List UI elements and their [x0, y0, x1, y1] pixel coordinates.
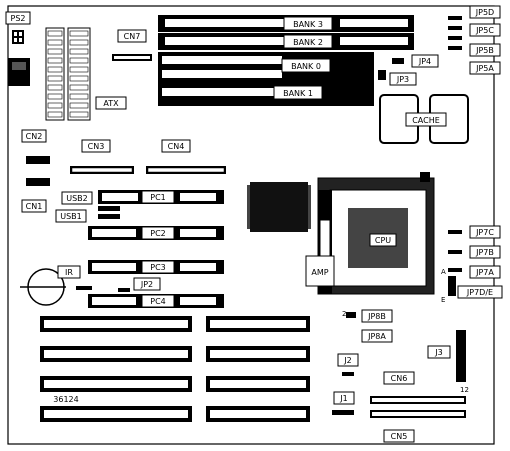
jp7-group: JP7C JP7B JP7A JP7D/E A E	[441, 225, 503, 304]
cn7-label: CN7	[124, 32, 141, 41]
atx-pin	[69, 66, 89, 73]
pin-2-mark: 2	[342, 310, 346, 318]
atx-pin	[47, 84, 63, 91]
ps2-connector: PS2	[5, 11, 31, 44]
cache-chip: CACHE	[379, 94, 469, 144]
isa-slots	[40, 316, 310, 422]
cache-label: CACHE	[412, 116, 440, 125]
cpu-socket: CPU AMP	[305, 172, 435, 295]
jp4-jp3: JP4 JP3	[378, 54, 439, 86]
usb1-label: USB1	[60, 212, 82, 221]
jp4-label: JP4	[418, 57, 431, 66]
amp-label: AMP	[311, 268, 328, 277]
jp7b-label: JP7B	[475, 248, 494, 257]
jp7c-label: JP7C	[475, 228, 494, 237]
jp8a-label: JP8A	[367, 332, 386, 341]
jp7a-label: JP7A	[475, 268, 494, 277]
atx-pin	[69, 93, 89, 100]
atx-pin	[69, 57, 89, 64]
atx-pin	[47, 93, 63, 100]
model-number: 36124	[53, 395, 78, 404]
cn7-connector: CN7	[112, 29, 152, 61]
atx-pin	[69, 39, 89, 46]
memory-banks: BANK 3 BANK 2 BANK 0 BANK 1	[158, 15, 414, 106]
atx-pin	[69, 48, 89, 55]
io-bracket	[8, 58, 30, 86]
j1-label: J1	[339, 394, 347, 403]
atx-label: ATX	[103, 99, 119, 108]
bank3-label: BANK 3	[293, 20, 323, 29]
bank1-label: BANK 1	[283, 89, 313, 98]
pc1-label: PC1	[150, 193, 166, 202]
usb-connectors: USB2 USB1	[55, 191, 120, 223]
pci-slots: PC1 PC2 PC3 PC4	[88, 190, 224, 308]
usb2-label: USB2	[66, 194, 88, 203]
atx-pin	[69, 84, 89, 91]
j2-label: J2	[343, 356, 351, 365]
pc2-label: PC2	[150, 229, 166, 238]
cpu-label: CPU	[375, 236, 391, 245]
atx-pin	[47, 30, 63, 37]
cn6-cn5: CN6 CN5	[370, 371, 466, 443]
cn1-label: CN1	[26, 202, 43, 211]
pc4-label: PC4	[150, 297, 166, 306]
atx-pin	[47, 57, 63, 64]
atx-pin	[47, 75, 63, 82]
jp2-label: JP2	[140, 280, 153, 289]
pin-e-mark: E	[441, 296, 445, 304]
cn5-label: CN5	[391, 432, 408, 441]
ir-label: IR	[65, 268, 73, 277]
cn2-label: CN2	[26, 132, 43, 141]
jp3-label: JP3	[396, 75, 409, 84]
jp5d-label: JP5D	[475, 8, 494, 17]
bank2-label: BANK 2	[293, 38, 323, 47]
cn4-label: CN4	[168, 142, 185, 151]
pin-12-mark: 12	[460, 386, 469, 394]
jp5b-label: JP5B	[475, 46, 494, 55]
atx-pin	[69, 111, 89, 118]
jp7d-e-label: JP7D/E	[466, 288, 493, 297]
atx-pin	[69, 75, 89, 82]
atx-pin	[69, 102, 89, 109]
atx-pin	[47, 111, 63, 118]
pin-a-mark: A	[441, 268, 446, 276]
jp5a-label: JP5A	[475, 64, 494, 73]
j3-label: J3	[434, 348, 442, 357]
board-outline	[7, 5, 495, 445]
atx-pin	[47, 48, 63, 55]
bank0-label: BANK 0	[291, 62, 321, 71]
atx-pin	[47, 39, 63, 46]
cn6-label: CN6	[391, 374, 408, 383]
j3-connector: J3 12	[427, 330, 469, 394]
cn2-cn1: CN2 CN1	[21, 129, 50, 213]
atx-connector: ATX	[45, 27, 127, 121]
atx-pin	[47, 102, 63, 109]
jp8b-label: JP8B	[367, 312, 386, 321]
jp5c-label: JP5C	[475, 26, 494, 35]
j2-j1: J2 J1	[332, 353, 359, 415]
cn3-cn4: CN3 CN4	[70, 139, 226, 174]
ps2-label: PS2	[11, 14, 26, 23]
chipset	[247, 182, 311, 232]
pc3-label: PC3	[150, 263, 166, 272]
jp8-group: 2 JP8B JP8A	[342, 309, 393, 343]
jp5-group: JP5D JP5C JP5B JP5A	[448, 5, 501, 75]
atx-pin	[69, 30, 89, 37]
atx-pin	[47, 66, 63, 73]
battery-ir-jp2: IR JP2	[20, 265, 161, 306]
cn3-label: CN3	[88, 142, 105, 151]
